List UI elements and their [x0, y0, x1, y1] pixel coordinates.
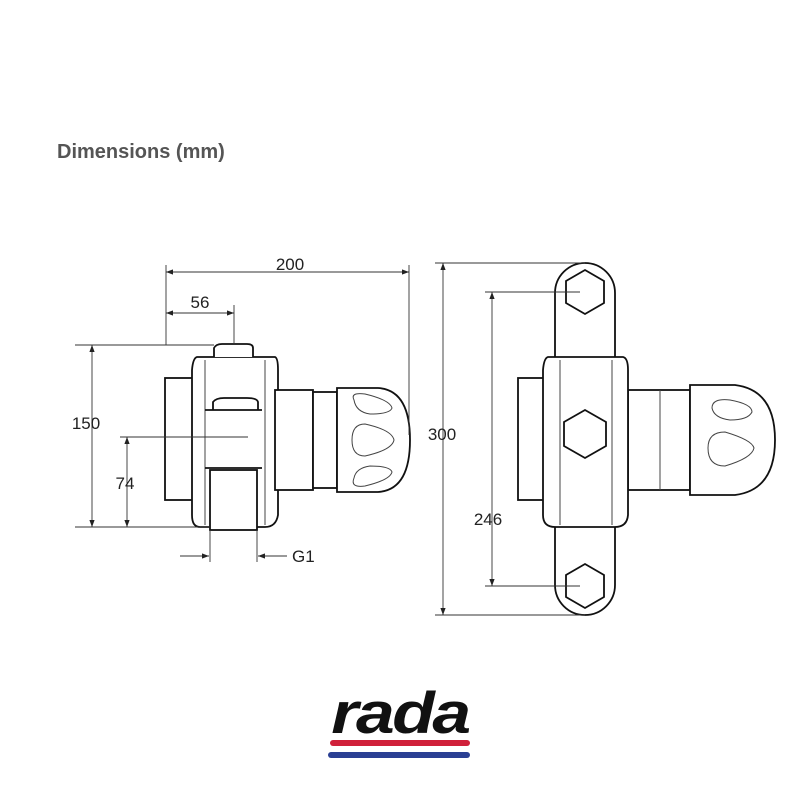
top-nut [213, 343, 254, 357]
hex-plug-top [565, 268, 605, 316]
dim-g1-label: G1 [292, 547, 315, 566]
neck [274, 389, 314, 491]
dim-246-label: 246 [474, 510, 502, 529]
page-title: Dimensions (mm) [57, 141, 225, 163]
outlet [209, 469, 258, 531]
control-knob [689, 384, 776, 496]
inner-nut [212, 397, 259, 410]
dim-300-label: 300 [428, 425, 456, 444]
dim-200-label: 200 [276, 255, 304, 274]
side-view: 200 56 150 74 G1 [72, 255, 411, 566]
dim-150-label: 150 [72, 414, 100, 433]
hex-plug-bottom [565, 562, 605, 610]
neck [627, 389, 691, 491]
logo-wordmark: rada [331, 680, 469, 745]
front-view: 300 246 [428, 262, 776, 616]
collar [312, 391, 338, 489]
rada-logo: rada [328, 680, 472, 758]
dim-74-label: 74 [116, 474, 135, 493]
dim-56-label: 56 [191, 293, 210, 312]
back-flange [164, 377, 196, 501]
logo-red-stripe [330, 740, 470, 746]
hex-plug-centre [563, 408, 607, 460]
control-knob [336, 387, 411, 493]
logo-blue-stripe [328, 752, 470, 758]
back-flange [517, 377, 546, 501]
